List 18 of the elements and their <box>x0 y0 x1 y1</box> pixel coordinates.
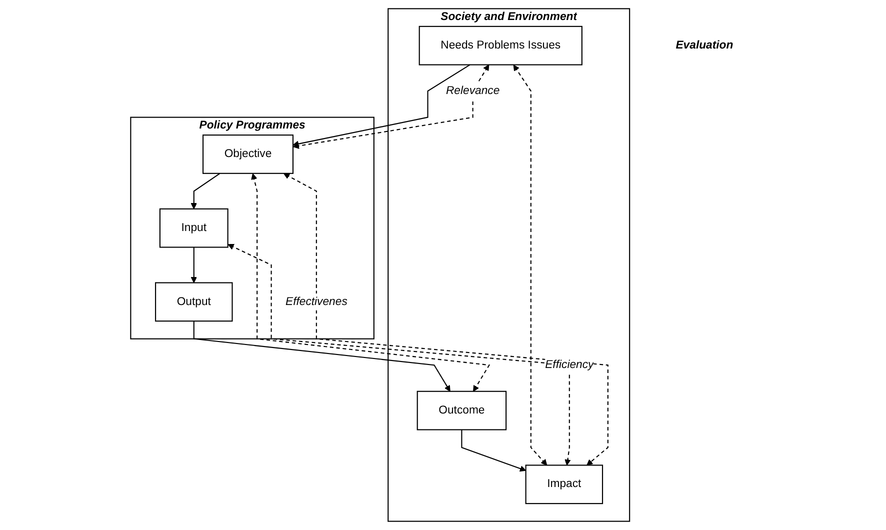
node-box: Objective <box>202 134 294 174</box>
arrow <box>514 64 548 466</box>
arrow <box>194 321 451 392</box>
node-text: Evaluation <box>676 39 734 52</box>
arrow <box>284 173 609 466</box>
arrow <box>191 172 221 210</box>
node-box: Input <box>160 208 229 248</box>
node-box: Output <box>155 282 234 322</box>
edge-label: Effectivenes <box>286 296 348 308</box>
arrow <box>191 247 198 284</box>
edge-label: Efficiency <box>546 358 594 371</box>
edge-label: Relevance <box>446 84 500 97</box>
arrow <box>462 430 527 472</box>
node-box: Impact <box>526 464 604 504</box>
arrow <box>228 244 572 466</box>
arrow <box>252 173 491 392</box>
node-box: Needs Problems Issues <box>419 26 583 66</box>
node-box: Outcome <box>417 390 507 430</box>
